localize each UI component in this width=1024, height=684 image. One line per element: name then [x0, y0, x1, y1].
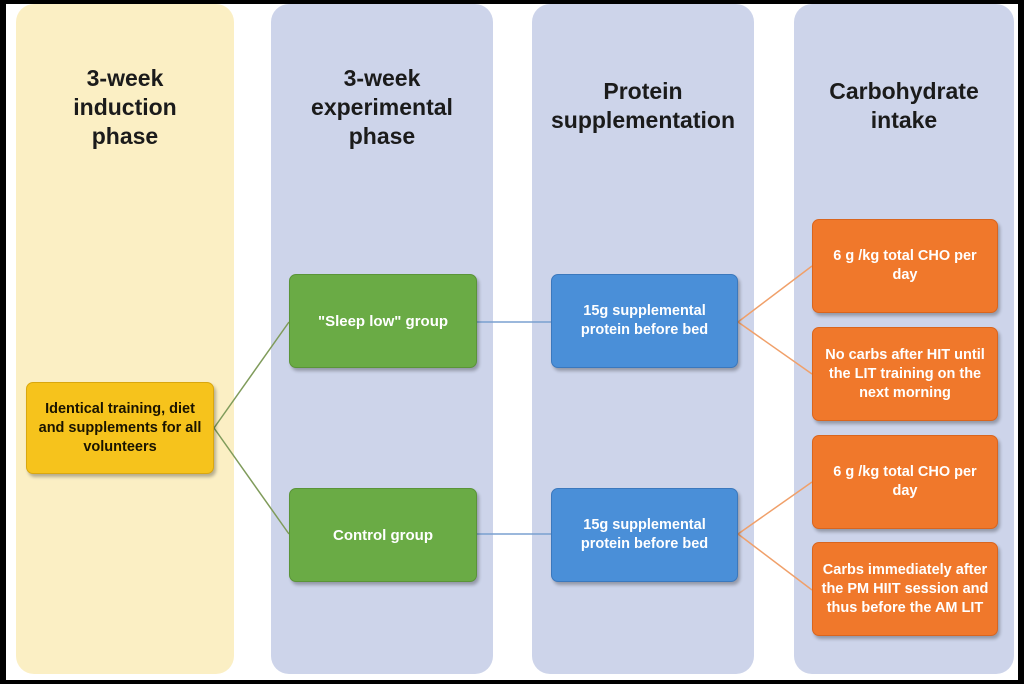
carbohydrate-intake-title: Carbohydrate intake [794, 77, 1014, 135]
protein-title-line1: Protein [603, 78, 683, 104]
baseline-box: Identical training, diet and supplements… [26, 382, 214, 474]
protein-control-box: 15g supplemental protein before bed [551, 488, 738, 582]
control-group-box: Control group [289, 488, 477, 582]
carb-control-total-box: 6 g /kg total CHO per day [812, 435, 998, 529]
connector-protein-to-carb-timing-bottom [737, 533, 813, 591]
connector-protein-to-carb-timing-top [737, 321, 813, 375]
induction-phase-column: 3-week induction phase [16, 4, 234, 674]
induction-title-line1: 3-week [86, 65, 164, 91]
carb-sleep-low-total-box: 6 g /kg total CHO per day [812, 219, 998, 313]
experimental-title-line3: phase [348, 123, 416, 149]
sleep-low-group-box: "Sleep low" group [289, 274, 477, 368]
carb-title-line1: Carbohydrate [829, 78, 979, 104]
connector-protein-to-carb-total-top [737, 265, 813, 323]
protein-sleep-low-box: 15g supplemental protein before bed [551, 274, 738, 368]
induction-phase-title: 3-week induction phase [16, 64, 234, 151]
carb-sleep-low-timing-box: No carbs after HIT until the LIT trainin… [812, 327, 998, 421]
experimental-phase-title: 3-week experimental phase [271, 64, 493, 151]
experimental-title-line1: 3-week [343, 65, 421, 91]
flow-diagram: 3-week induction phase 3-week experiment… [6, 4, 1018, 680]
connector-baseline-to-sleep-low [213, 321, 290, 429]
carb-control-timing-box: Carbs immediately after the PM HIIT sess… [812, 542, 998, 636]
connector-protein-to-carb-total-bottom [737, 481, 813, 535]
induction-title-line2: induction [73, 94, 177, 120]
connector-baseline-to-control [213, 427, 290, 535]
carb-title-line2: intake [870, 107, 938, 133]
connector-lines [213, 265, 813, 591]
protein-title-line2: supplementation [550, 107, 735, 133]
induction-title-line3: phase [91, 123, 159, 149]
protein-supplementation-title: Protein supplementation [532, 77, 754, 135]
experimental-title-line2: experimental [311, 94, 453, 120]
